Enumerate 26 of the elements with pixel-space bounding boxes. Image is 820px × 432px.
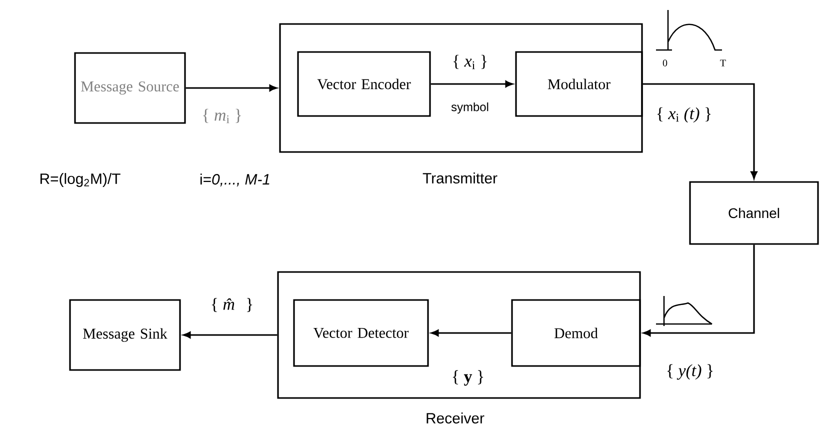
process-box: Modulator [515, 51, 643, 117]
arrow [183, 332, 278, 338]
block-caption: Receiver [426, 412, 484, 424]
process-box: Message Source [74, 52, 186, 124]
arrow [643, 244, 755, 336]
process-box: Channel [689, 181, 819, 245]
process-box: Demod [511, 299, 641, 367]
formula-note: i=0,..., M-1 [200, 174, 270, 186]
arrow [186, 84, 277, 92]
block-caption: Transmitter [422, 172, 498, 184]
signal-label: symbol [451, 102, 488, 114]
edge-label: { m$_{i}$ } [200, 108, 244, 124]
arrow [642, 83, 758, 179]
edge-label: { y(t) } [664, 363, 716, 381]
edge-label: { m̂ } [209, 297, 255, 313]
axis-label: T [720, 60, 726, 66]
arrow [430, 80, 513, 88]
process-box: Vector Detector [293, 299, 429, 367]
axis-label: 0 [662, 60, 668, 66]
arrow [431, 330, 512, 336]
process-box: Message Sink [69, 299, 181, 371]
edge-label: { y } [450, 369, 486, 387]
edge-label: { x$_{i}$ (t) } [654, 106, 714, 124]
process-box: Vector Encoder [297, 51, 431, 117]
formula-note: R=(log$_{2}$M)/T [40, 173, 120, 187]
edge-label: { x$_{i}$ } [451, 54, 490, 70]
